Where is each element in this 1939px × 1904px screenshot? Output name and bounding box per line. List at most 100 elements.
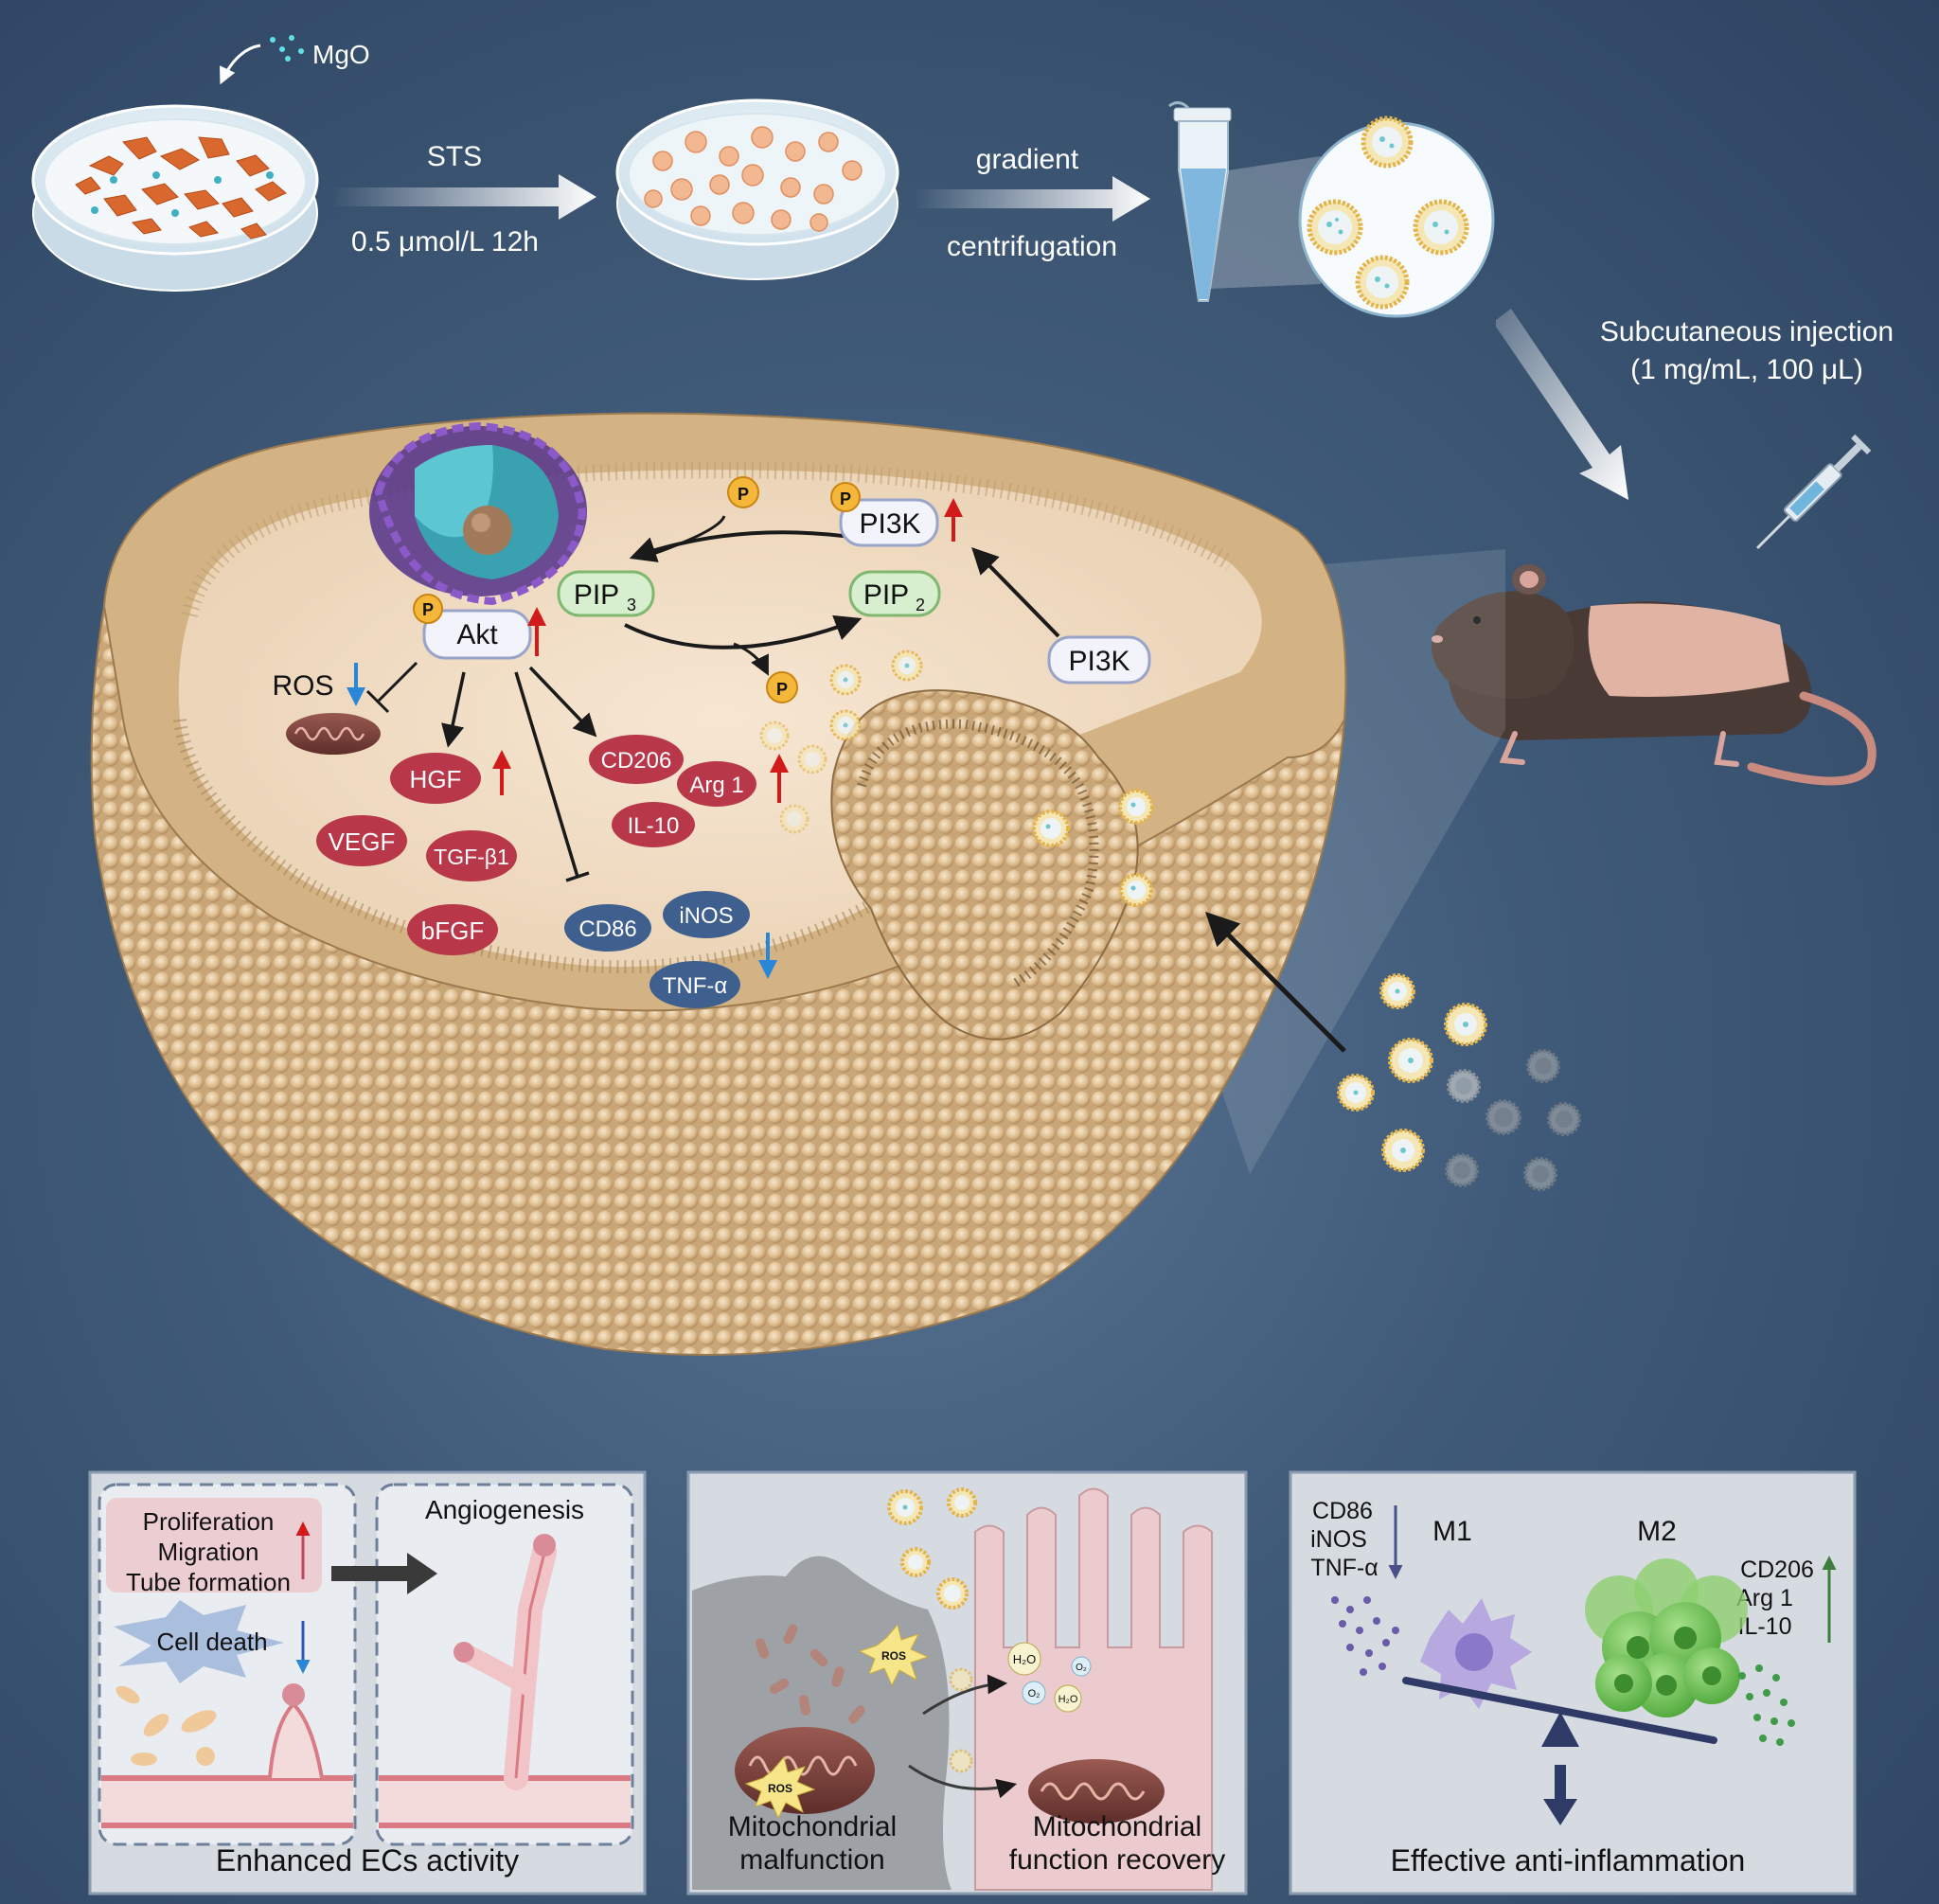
- mito-malfunction-line1: Mitochondrial: [728, 1811, 897, 1842]
- petri-dish-apoptotic-cells: [615, 98, 899, 280]
- pi3k-node-top: PI3K P: [830, 482, 963, 547]
- gradient-label: gradient: [976, 144, 1079, 175]
- svg-text:ROS: ROS: [768, 1782, 792, 1795]
- m1-marker-inos: iNOS: [1310, 1526, 1367, 1553]
- nucleus-icon: [369, 421, 587, 606]
- svg-text:ROS: ROS: [881, 1649, 906, 1663]
- marker-cd206: CD206: [589, 735, 684, 784]
- phosphate-top: P: [727, 476, 759, 508]
- m1-markers-cell: CD86 iNOS TNF-α: [564, 891, 777, 1008]
- panel-mitochondria: ROS ROS H₂O O₂ O₂ H₂O: [686, 1470, 1248, 1895]
- pip3-node: PIP 3: [557, 570, 655, 617]
- svg-text:PI3K: PI3K: [1068, 646, 1130, 677]
- svg-text:IL-10: IL-10: [628, 813, 680, 839]
- svg-text:P: P: [738, 485, 749, 504]
- mito-recovery-line2: function recovery: [1009, 1844, 1225, 1876]
- mgo-addition: MgO: [219, 35, 370, 85]
- mito-recovery-line1: Mitochondrial: [1033, 1811, 1201, 1842]
- growth-factors: HGF VEGF TGF-β1 bFGF: [316, 750, 517, 955]
- mouse-model: [1432, 564, 1877, 786]
- ecs-panel-title: Enhanced ECs activity: [216, 1843, 519, 1877]
- balance-beam: [1402, 1677, 1717, 1744]
- akt-node: Akt P: [413, 594, 546, 660]
- m1-macrophage: [1420, 1598, 1532, 1709]
- o2-molecule-2: O₂: [1022, 1681, 1046, 1705]
- ros-burst-top: ROS: [858, 1623, 930, 1687]
- m1-marker-cd86: CD86: [1312, 1498, 1373, 1524]
- anti-inflammation-title: Effective anti-inflammation: [1391, 1843, 1746, 1877]
- factor-vegf: VEGF: [316, 815, 407, 866]
- migration-label: Migration: [158, 1538, 259, 1566]
- factor-tgf-b1: TGF-β1: [426, 830, 517, 881]
- svg-text:PI3K: PI3K: [859, 508, 920, 540]
- ros-label: ROS: [272, 670, 333, 702]
- cell-death-label: Cell death: [156, 1628, 267, 1656]
- m2-marker-il10: IL-10: [1738, 1613, 1792, 1640]
- svg-text:P: P: [840, 489, 851, 508]
- svg-text:P: P: [776, 680, 788, 699]
- h2o-molecule-1: H₂O: [1007, 1642, 1041, 1676]
- svg-text:CD206: CD206: [601, 748, 672, 774]
- svg-text:VEGF: VEGF: [329, 827, 396, 856]
- apoptotic-vesicles-zoom: [1298, 116, 1495, 318]
- m2-macrophage-cluster: [1585, 1558, 1748, 1717]
- panel-vesicles: [887, 1487, 977, 1773]
- fusion-vesicles: [1032, 789, 1154, 907]
- tube-formation-label: Tube formation: [126, 1568, 291, 1596]
- marker-cd86: CD86: [564, 904, 651, 952]
- petri-dish-stem-cells: [31, 104, 319, 292]
- svg-text:CD86: CD86: [578, 916, 636, 942]
- centrifuge-tube: [1168, 101, 1321, 302]
- signaling-pathway: PI3K P P PIP 3 PIP 2 PI3K P: [365, 476, 1151, 882]
- angiogenesis-label: Angiogenesis: [425, 1495, 584, 1524]
- factor-hgf: HGF: [390, 753, 481, 804]
- svg-text:PIP: PIP: [863, 579, 909, 611]
- svg-text:bFGF: bFGF: [421, 916, 484, 945]
- cell-membrane-cutaway: [90, 412, 1347, 1356]
- pip2-node: PIP 2: [848, 570, 941, 617]
- svg-text:iNOS: iNOS: [679, 903, 733, 929]
- svg-text:Akt: Akt: [456, 619, 498, 650]
- ros-mitochondria: ROS: [272, 663, 381, 755]
- m2-cytokine-dots: [1738, 1664, 1795, 1746]
- m2-marker-cd206: CD206: [1740, 1557, 1814, 1583]
- svg-text:H₂O: H₂O: [1013, 1652, 1037, 1666]
- sts-condition-label: 0.5 μmol/L 12h: [351, 226, 539, 258]
- balance-fulcrum: [1541, 1712, 1579, 1747]
- mgo-label: MgO: [312, 40, 370, 69]
- svg-text:2: 2: [916, 596, 925, 614]
- ros-burst-bottom: ROS: [744, 1755, 816, 1820]
- injection-label: Subcutaneous injection: [1600, 316, 1894, 347]
- centrifugation-label: centrifugation: [947, 231, 1117, 262]
- down-arrow: [1543, 1765, 1577, 1825]
- vesicles-outside: [1337, 973, 1581, 1191]
- marker-inos: iNOS: [663, 891, 750, 938]
- sts-treatment-arrow: STS 0.5 μmol/L 12h: [331, 141, 596, 258]
- svg-text:Arg 1: Arg 1: [689, 773, 743, 798]
- h2o-molecule-2: H₂O: [1054, 1684, 1082, 1713]
- sts-label: STS: [427, 141, 482, 172]
- mito-malfunction-line2: malfunction: [739, 1844, 884, 1876]
- o2-molecule-1: O₂: [1071, 1656, 1092, 1677]
- m2-markers-cell: CD206 Arg 1 IL-10: [589, 735, 789, 847]
- phosphate-lower: P: [766, 671, 798, 703]
- membrane-fusion-pocket: [830, 689, 1346, 1053]
- svg-text:TNF-α: TNF-α: [663, 973, 728, 999]
- marker-arg1: Arg 1: [677, 761, 756, 807]
- m1-marker-tnf-a: TNF-α: [1310, 1555, 1378, 1581]
- panel-anti-inflammation: CD86 iNOS TNF-α M1 M2 CD206 Arg 1 IL-10: [1289, 1470, 1857, 1895]
- marker-tnf-a: TNF-α: [649, 961, 740, 1008]
- svg-text:P: P: [422, 600, 434, 619]
- m1-label: M1: [1432, 1516, 1472, 1547]
- svg-text:HGF: HGF: [410, 765, 462, 793]
- svg-text:PIP: PIP: [574, 579, 619, 611]
- svg-text:H₂O: H₂O: [1058, 1694, 1078, 1705]
- vesicles-entering: [759, 649, 923, 834]
- pi3k-node-right: PI3K: [1047, 635, 1151, 685]
- svg-text:3: 3: [627, 596, 636, 614]
- vesicle-group: [1307, 116, 1469, 310]
- svg-text:O₂: O₂: [1028, 1688, 1041, 1699]
- proliferation-label: Proliferation: [143, 1507, 275, 1536]
